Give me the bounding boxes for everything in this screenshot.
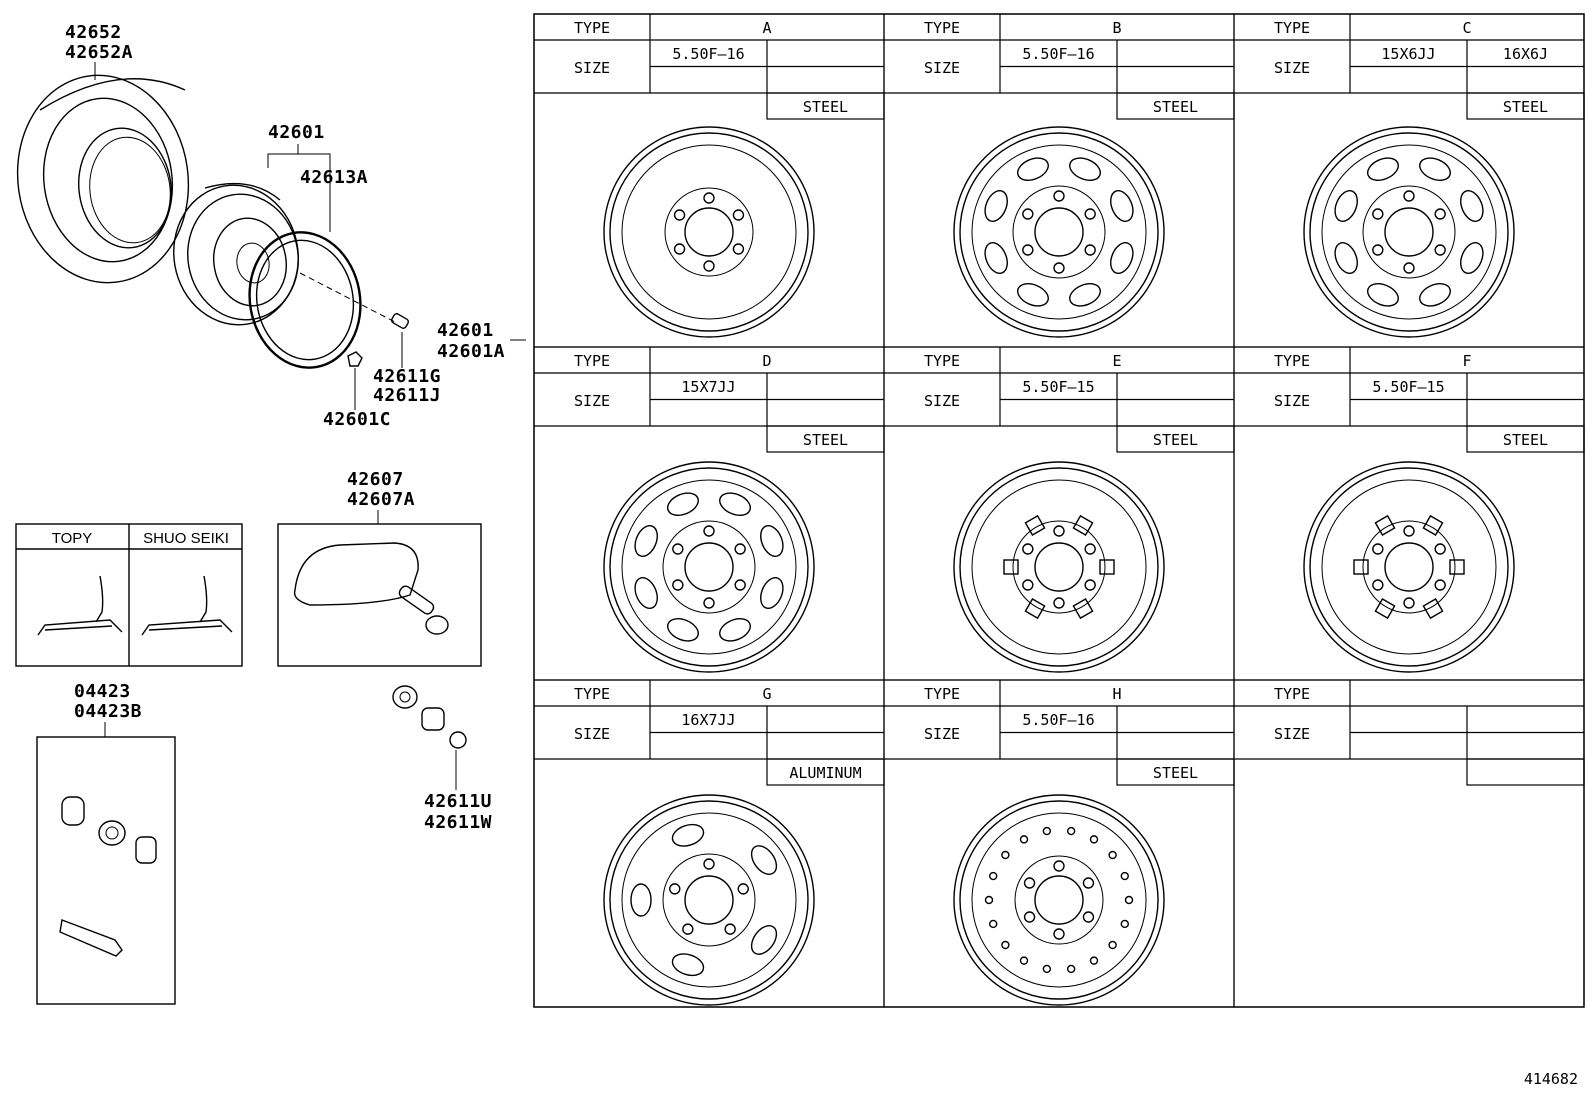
size-value: 5.50F–15 (1022, 378, 1094, 396)
size-value: 5.50F–16 (1022, 45, 1094, 63)
type-label: TYPE (1274, 685, 1310, 703)
material-label: STEEL (1153, 764, 1198, 782)
type-value: A (762, 19, 771, 37)
size-value-alt: 16X6J (1503, 45, 1548, 63)
wheel-illustration (953, 126, 1165, 338)
size-label: SIZE (924, 392, 960, 410)
wheel-reference: 42601 42601A (437, 320, 526, 362)
diagram-number: 414682 (1524, 1070, 1578, 1088)
type-value: G (762, 685, 771, 703)
tire-drawing: 42652 42652A (16, 22, 190, 284)
wheel-cell: TYPE SIZE D 15X7JJ STEEL (533, 346, 885, 681)
kit-part-number-alt[interactable]: 04423B (74, 701, 142, 722)
ring-part-number[interactable]: 42613A (300, 167, 368, 188)
size-label: SIZE (574, 392, 610, 410)
sensor-drawing: 42607 42607A (277, 469, 482, 667)
size-value: 5.50F–16 (672, 45, 744, 63)
kit-part-number[interactable]: 04423 (74, 681, 131, 702)
type-label: TYPE (1274, 19, 1310, 37)
type-label: TYPE (924, 19, 960, 37)
wheel-type-table: TYPESIZEA5.50F–16STEELTYPESIZEB5.50F–16S… (533, 13, 1585, 1008)
sensor-part-number-alt[interactable]: 42607A (347, 489, 415, 510)
type-value: D (762, 352, 771, 370)
material-label: STEEL (803, 431, 848, 449)
material-label: STEEL (1153, 98, 1198, 116)
nut-drawing: 42601C (323, 351, 391, 430)
wheel-illustration (603, 126, 815, 338)
wheel-ref-part-number[interactable]: 42601 (437, 320, 494, 341)
kit-drawing: 04423 04423B (36, 681, 176, 1005)
valve-part-number[interactable]: 42611G (373, 366, 441, 387)
seal-drawing: 42611U 42611W (392, 685, 492, 833)
material-label: STEEL (1503, 98, 1548, 116)
wheel-cell-frame (1233, 679, 1585, 1008)
size-value: 16X7JJ (681, 711, 735, 729)
size-label: SIZE (574, 59, 610, 77)
tire-part-number[interactable]: 42652 (65, 22, 122, 43)
wheel-cell: TYPE SIZE G 16X7JJ ALUMINUM (533, 679, 885, 1008)
material-label: STEEL (1503, 431, 1548, 449)
valve-part-number-alt[interactable]: 42611J (373, 385, 441, 406)
maker-shuo-seiki: SHUO SEIKI (143, 530, 229, 547)
type-value: E (1112, 352, 1121, 370)
wheel-cell: TYPE SIZE (1233, 679, 1585, 1008)
wheel-illustration (603, 794, 815, 1006)
maker-topy: TOPY (52, 530, 93, 547)
wheel-illustration (953, 461, 1165, 673)
nut-part-number[interactable]: 42601C (323, 409, 391, 430)
sensor-part-number[interactable]: 42607 (347, 469, 404, 490)
wheel-cell: TYPE SIZE C 15X6JJ 16X6J STEEL (1233, 13, 1585, 348)
type-label: TYPE (1274, 352, 1310, 370)
type-label: TYPE (924, 352, 960, 370)
material-label: STEEL (803, 98, 848, 116)
size-label: SIZE (924, 725, 960, 743)
exploded-view: 42652 42652A 42601 42613A (15, 22, 526, 1005)
size-label: SIZE (574, 725, 610, 743)
material-box (1466, 758, 1585, 786)
size-label: SIZE (1274, 59, 1310, 77)
size-label: SIZE (1274, 392, 1310, 410)
material-label: ALUMINUM (789, 764, 861, 782)
material-label: STEEL (1153, 431, 1198, 449)
material-box (1466, 92, 1585, 120)
type-label: TYPE (574, 19, 610, 37)
type-value: C (1462, 19, 1471, 37)
size-value: 15X6JJ (1381, 45, 1435, 63)
wheel-illustration (1303, 126, 1515, 338)
valve-drawing: 42611G 42611J (373, 313, 441, 406)
size-label: SIZE (924, 59, 960, 77)
wheel-drawing: 42601 42613A (173, 122, 396, 369)
maker-box: TOPY SHUO SEIKI (15, 523, 243, 667)
type-label: TYPE (574, 352, 610, 370)
tire-part-number-alt[interactable]: 42652A (65, 42, 133, 63)
type-value: H (1112, 685, 1121, 703)
type-label: TYPE (574, 685, 610, 703)
material-box (1466, 425, 1585, 453)
type-label: TYPE (924, 685, 960, 703)
wheel-illustration (953, 794, 1165, 1006)
wheel-ref-part-number-alt[interactable]: 42601A (437, 341, 505, 362)
seal-part-number-alt[interactable]: 42611W (424, 812, 492, 833)
seal-part-number[interactable]: 42611U (424, 791, 492, 812)
size-value: 5.50F–16 (1022, 711, 1094, 729)
wheel-illustration (1303, 461, 1515, 673)
type-value: F (1462, 352, 1471, 370)
size-value: 5.50F–15 (1372, 378, 1444, 396)
wheel-illustration (603, 461, 815, 673)
size-label: SIZE (1274, 725, 1310, 743)
wheel-part-number[interactable]: 42601 (268, 122, 325, 143)
size-value: 15X7JJ (681, 378, 735, 396)
type-value: B (1112, 19, 1121, 37)
